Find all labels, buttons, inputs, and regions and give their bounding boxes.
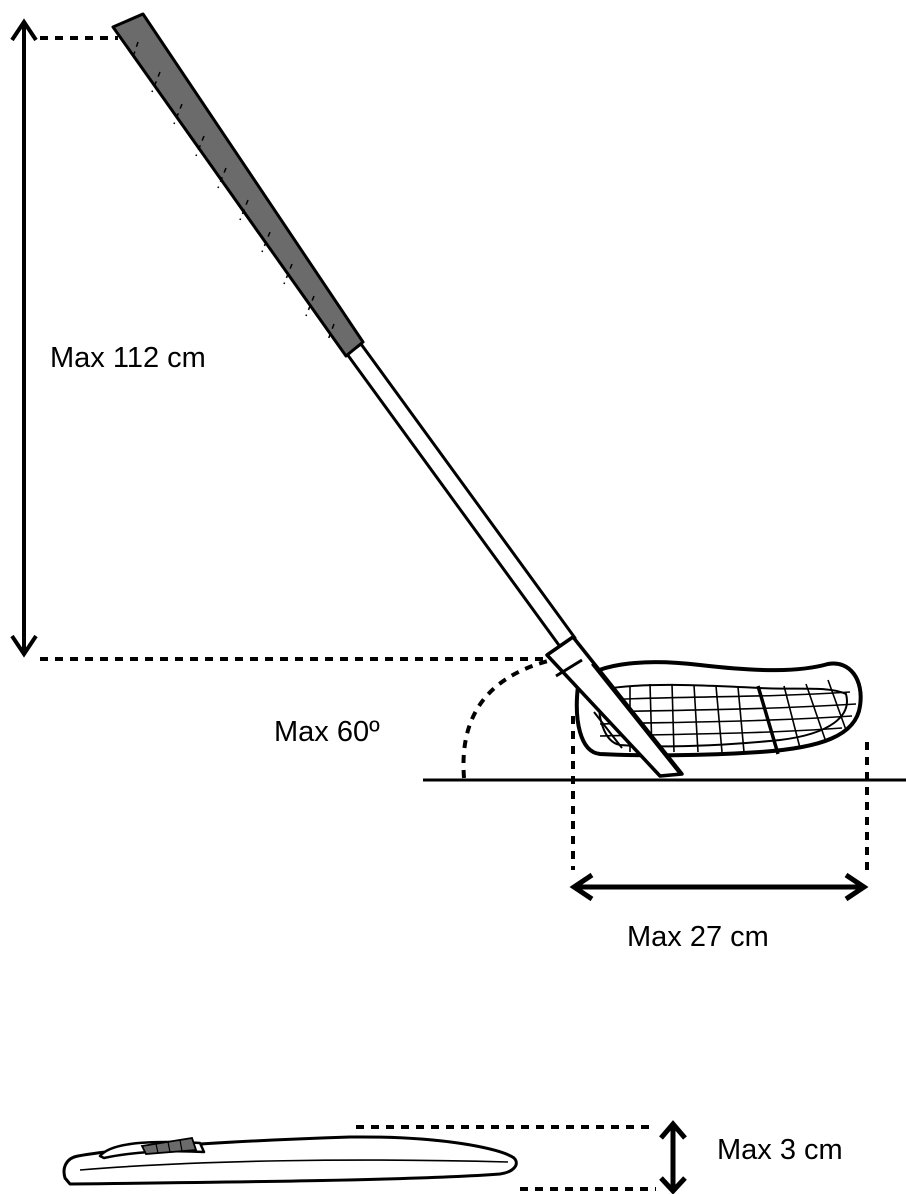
blade-rib-thick bbox=[756, 685, 780, 755]
angle-indicator bbox=[461, 659, 549, 779]
stick-blade bbox=[545, 635, 863, 778]
length-dimension bbox=[10, 18, 548, 661]
blade-width-dimension bbox=[569, 716, 869, 902]
grip-tape-lines bbox=[131, 41, 335, 341]
grip-body bbox=[111, 12, 365, 358]
blade-thickness-label: Max 3 cm bbox=[717, 1134, 843, 1166]
thickness-top-arrowhead bbox=[659, 1120, 687, 1140]
width-right-arrowhead bbox=[844, 872, 869, 902]
stick-grip bbox=[111, 12, 365, 358]
length-top-arrowhead bbox=[10, 18, 38, 42]
blade-heel-rib bbox=[593, 711, 623, 749]
angle-label: Max 60º bbox=[274, 716, 380, 748]
width-left-arrowhead bbox=[569, 872, 594, 902]
thickness-dimension bbox=[356, 1120, 687, 1194]
angle-dashed-arc bbox=[461, 659, 549, 779]
thickness-bottom-arrowhead bbox=[659, 1176, 687, 1194]
blade-hosel-inner bbox=[591, 663, 681, 775]
stick-shaft bbox=[345, 342, 577, 650]
length-bottom-arrowhead bbox=[10, 634, 38, 658]
blade-width-label: Max 27 cm bbox=[627, 921, 769, 953]
blade-hosel-seam bbox=[555, 658, 583, 678]
top-view-grip-lines bbox=[155, 1139, 183, 1154]
shaft-lower bbox=[345, 342, 577, 650]
length-label: Max 112 cm bbox=[50, 342, 206, 374]
blade-hosel bbox=[545, 635, 684, 778]
top-view-blade-inner-line bbox=[79, 1159, 509, 1171]
blade-top-view bbox=[62, 1135, 518, 1186]
